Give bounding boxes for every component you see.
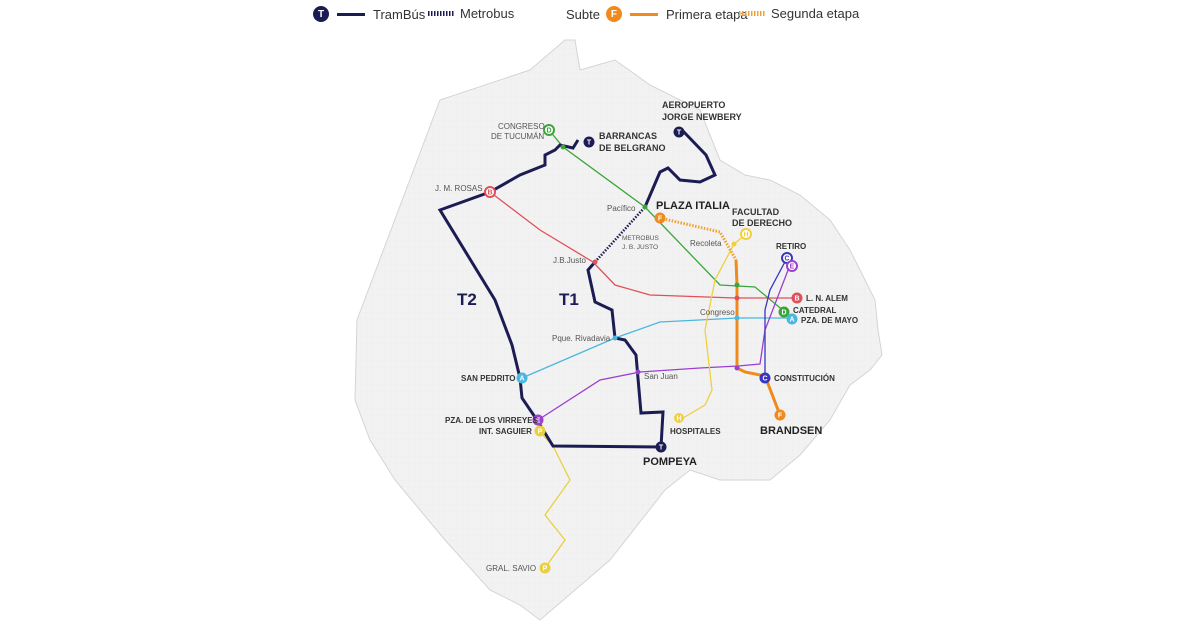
route-label-t1: T1 [559, 290, 579, 309]
svg-text:F: F [778, 413, 783, 420]
station-san-pedrito[interactable]: A SAN PEDRITO [461, 372, 528, 384]
svg-text:J. M. ROSAS: J. M. ROSAS [435, 184, 483, 193]
label-recoleta: Recoleta [690, 239, 722, 248]
svg-text:DE TUCUMÁN: DE TUCUMÁN [491, 132, 544, 141]
legend-metrobus-label: Metrobus [460, 6, 515, 21]
svg-text:B: B [487, 190, 492, 197]
station-catedral[interactable]: D CATEDRAL [778, 306, 837, 318]
svg-text:A: A [519, 376, 524, 383]
station-retiro[interactable]: C E RETIRO [776, 242, 806, 272]
subte-line-a [521, 317, 792, 379]
svg-text:RETIRO: RETIRO [776, 242, 806, 251]
subte-line-c [764, 257, 788, 378]
metrobus-jb-justo [594, 206, 646, 263]
station-hospitales[interactable]: H HOSPITALES [670, 413, 721, 436]
station-plaza-italia[interactable]: F [654, 212, 666, 224]
legend-segunda-label: Segunda etapa [771, 6, 860, 21]
legend-segunda: Segunda etapa [733, 6, 859, 21]
svg-text:P: P [538, 429, 543, 436]
label-jb-justo: J.B.Justo [553, 256, 586, 265]
svg-text:DE DERECHO: DE DERECHO [732, 218, 792, 228]
dotted-orange-line-icon [739, 11, 765, 16]
legend-primera-label: Primera etapa [665, 6, 748, 22]
label-pque-rivadavia: Pque. Rivadavia [552, 334, 611, 343]
svg-text:T: T [677, 130, 682, 137]
legend-subte: Subte F Primera etapa [566, 6, 748, 22]
label-san-juan: San Juan [644, 372, 678, 381]
label-metrobus-2: J. B. JUSTO [622, 244, 658, 251]
station-ln-alem[interactable]: B L. N. ALEM [791, 292, 849, 304]
station-constitucion[interactable]: C CONSTITUCIÓN [759, 372, 836, 384]
svg-text:T: T [659, 445, 664, 452]
svg-text:T: T [587, 140, 592, 147]
station-barrancas[interactable]: T BARRANCAS DE BELGRANO [583, 131, 666, 153]
svg-text:D: D [546, 128, 551, 135]
station-congreso-tucuman[interactable]: D CONGRESO DE TUCUMÁN [491, 122, 555, 141]
station-facultad-derecho[interactable]: H FACULTAD DE DERECHO [732, 207, 792, 240]
svg-text:SAN PEDRITO: SAN PEDRITO [461, 374, 516, 383]
legend-metrobus: Metrobus [422, 6, 514, 21]
label-pacifico: Pacífico [607, 204, 636, 213]
svg-text:P: P [543, 566, 548, 573]
svg-text:AEROPUERTO: AEROPUERTO [662, 100, 725, 110]
svg-text:FACULTAD: FACULTAD [732, 207, 780, 217]
station-aeropuerto[interactable]: T AEROPUERTO JORGE NEWBERY [662, 100, 742, 138]
svg-text:CONSTITUCIÓN: CONSTITUCIÓN [774, 374, 835, 383]
svg-text:D: D [781, 310, 786, 317]
station-pompeya[interactable]: T POMPEYA [643, 441, 697, 469]
legend-trambus: T TramBús [313, 6, 425, 22]
svg-text:INT. SAGUIER: INT. SAGUIER [479, 427, 532, 436]
route-label-t2: T2 [457, 290, 477, 309]
svg-text:BARRANCAS: BARRANCAS [599, 131, 657, 141]
svg-text:CATEDRAL: CATEDRAL [793, 306, 837, 315]
svg-text:F: F [658, 216, 663, 223]
station-brandsen[interactable]: F BRANDSEN [760, 409, 822, 438]
svg-text:PZA. DE LOS VIRREYES: PZA. DE LOS VIRREYES [445, 416, 539, 425]
svg-text:A: A [789, 317, 794, 324]
svg-text:C: C [784, 256, 789, 263]
solid-orange-line-icon [629, 12, 658, 16]
svg-text:E: E [790, 264, 795, 271]
subte-line-e [537, 264, 791, 421]
svg-text:L. N. ALEM: L. N. ALEM [806, 294, 848, 303]
station-pza-mayo[interactable]: A PZA. DE MAYO [786, 313, 859, 326]
svg-text:C: C [762, 376, 767, 383]
solid-line-icon [337, 12, 365, 16]
legend-trambus-label: TramBús [373, 6, 426, 22]
svg-text:DE BELGRANO: DE BELGRANO [599, 143, 666, 153]
legend-subte-label: Subte [566, 6, 600, 22]
label-congreso: Congreso [700, 308, 735, 317]
svg-text:B: B [794, 296, 799, 303]
svg-text:H: H [676, 416, 681, 423]
station-virreyes[interactable]: E PZA. DE LOS VIRREYES [445, 414, 544, 426]
svg-text:HOSPITALES: HOSPITALES [670, 427, 721, 436]
svg-text:GRAL. SAVIO: GRAL. SAVIO [486, 564, 536, 573]
svg-text:PZA. DE MAYO: PZA. DE MAYO [801, 316, 858, 325]
trambus-t2 [437, 139, 580, 421]
label-metrobus-1: METROBUS [622, 235, 660, 242]
label-plaza-italia: PLAZA ITALIA [656, 200, 730, 212]
station-jm-rosas[interactable]: B J. M. ROSAS [435, 184, 496, 198]
city-outline [354, 39, 883, 621]
dotted-line-icon [428, 11, 454, 16]
svg-text:JORGE NEWBERY: JORGE NEWBERY [662, 112, 742, 122]
svg-text:H: H [743, 232, 748, 239]
svg-text:E: E [536, 418, 541, 425]
trambus-badge-icon: T [313, 6, 329, 22]
subte-f-badge-icon: F [605, 6, 622, 22]
svg-text:BRANDSEN: BRANDSEN [760, 425, 822, 437]
svg-text:POMPEYA: POMPEYA [643, 456, 697, 468]
map-legend: T TramBús Metrobus Subte F Primera etapa… [0, 0, 1200, 30]
station-saguier[interactable]: P INT. SAGUIER [479, 425, 546, 437]
svg-text:CONGRESO: CONGRESO [498, 122, 545, 131]
station-gral-savio[interactable]: P GRAL. SAVIO [486, 562, 551, 574]
